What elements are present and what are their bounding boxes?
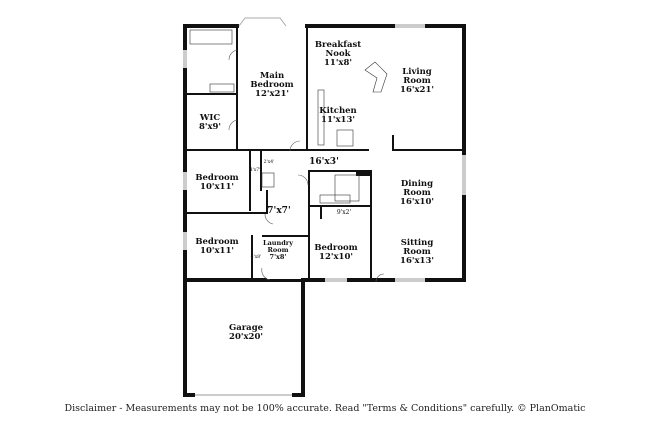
- svg-text:Breakfast: Breakfast: [315, 40, 361, 50]
- closet-a-label: 2'x4': [264, 159, 275, 165]
- closet-c-label: 4'x8': [251, 254, 262, 260]
- svg-text:12'x10': 12'x10': [319, 252, 353, 262]
- room-bedroom-3: Bedroom 12'x10': [314, 243, 357, 262]
- svg-text:Garage: Garage: [229, 323, 264, 333]
- svg-text:Room: Room: [268, 246, 289, 254]
- svg-text:20'x20': 20'x20': [229, 332, 263, 342]
- svg-text:Laundry: Laundry: [263, 239, 293, 247]
- svg-text:Main: Main: [260, 71, 284, 81]
- svg-text:16'x21': 16'x21': [400, 85, 434, 95]
- disclaimer-text: Disclaimer - Measurements may not be 100…: [64, 403, 586, 414]
- room-sitting-room: Sitting Room 16'x13': [400, 238, 434, 266]
- svg-text:11'x13': 11'x13': [321, 115, 355, 125]
- svg-text:WIC: WIC: [199, 113, 221, 123]
- room-living-room: Living Room 16'x21': [400, 67, 434, 95]
- closet-d-label: 9'x2': [337, 209, 352, 216]
- svg-text:10'x11': 10'x11': [200, 246, 234, 256]
- walls: [183, 24, 466, 397]
- svg-text:11'x8': 11'x8': [324, 58, 352, 68]
- room-bedroom-2: Bedroom 10'x11': [195, 237, 238, 256]
- room-kitchen: Kitchen 11'x13': [319, 106, 357, 125]
- svg-text:Sitting: Sitting: [401, 238, 434, 248]
- room-garage: Garage 20'x20': [229, 323, 264, 342]
- svg-text:Living: Living: [402, 67, 432, 77]
- room-breakfast-nook: Breakfast Nook 11'x8': [315, 40, 361, 68]
- svg-text:12'x21': 12'x21': [255, 89, 289, 99]
- svg-text:Kitchen: Kitchen: [319, 106, 357, 116]
- svg-text:8'x9': 8'x9': [199, 122, 221, 132]
- svg-text:Bedroom: Bedroom: [314, 243, 357, 253]
- svg-text:Room: Room: [403, 247, 430, 257]
- svg-text:16'x10': 16'x10': [400, 197, 434, 207]
- room-laundry: Laundry Room 7'x8': [263, 239, 293, 261]
- closet-b-label: 4'x7': [250, 167, 261, 173]
- hallway-label: 16'x3': [309, 157, 339, 167]
- svg-text:Bedroom: Bedroom: [195, 173, 238, 183]
- room-main-bedroom: Main Bedroom 12'x21': [250, 71, 293, 99]
- hallway-2-label: 7'x7': [267, 206, 290, 216]
- svg-text:Bedroom: Bedroom: [195, 237, 238, 247]
- svg-text:7'x8': 7'x8': [270, 253, 287, 261]
- svg-text:Nook: Nook: [326, 49, 352, 59]
- svg-text:10'x11': 10'x11': [200, 182, 234, 192]
- doors: [228, 49, 385, 283]
- room-bedroom-1: Bedroom 10'x11': [195, 173, 238, 192]
- svg-text:16'x13': 16'x13': [400, 256, 434, 266]
- windows: [183, 17, 466, 396]
- svg-text:Dining: Dining: [401, 179, 433, 189]
- svg-text:Room: Room: [403, 76, 430, 86]
- svg-text:Room: Room: [403, 188, 430, 198]
- room-dining-room: Dining Room 16'x10': [400, 179, 434, 207]
- room-wic: WIC 8'x9': [199, 113, 221, 132]
- svg-text:Bedroom: Bedroom: [250, 80, 293, 90]
- fixtures: [189, 29, 388, 204]
